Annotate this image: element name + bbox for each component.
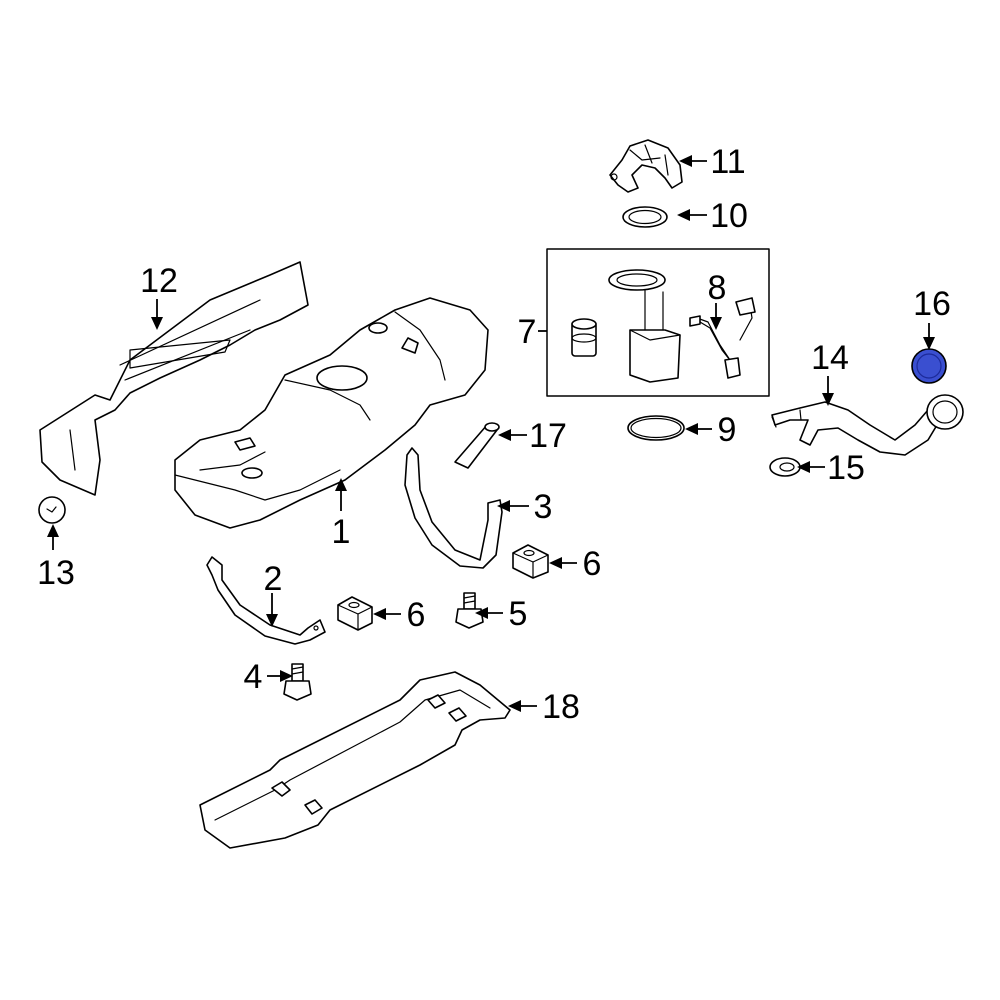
callout-17: 17 [529, 417, 567, 455]
callout-10: 10 [710, 197, 748, 235]
callout-3: 3 [534, 488, 553, 526]
callout-6-upper: 6 [583, 545, 602, 583]
callout-12: 12 [140, 262, 178, 300]
callout-8: 8 [708, 269, 727, 307]
callout-5: 5 [509, 595, 528, 633]
part-17-tube[interactable] [454, 422, 500, 469]
callout-9: 9 [718, 411, 737, 449]
callout-6-lower: 6 [407, 596, 426, 634]
part-6-nut-upper[interactable] [512, 544, 549, 579]
part-4-bolt[interactable] [283, 663, 312, 701]
part-10-ring[interactable] [622, 206, 668, 228]
callout-numbers: 1 2 3 4 5 6 6 7 8 9 10 11 12 13 14 15 16… [37, 143, 951, 726]
part-15-grommet[interactable] [769, 457, 801, 477]
part-3-strap[interactable] [404, 447, 503, 569]
part-6-nut-lower[interactable] [337, 596, 373, 631]
part-9-seal[interactable] [627, 415, 685, 441]
part-12-heat-shield[interactable] [39, 261, 309, 496]
part-2-strap[interactable] [206, 556, 326, 645]
part-5-bolt[interactable] [455, 592, 484, 629]
part-11-bracket[interactable] [609, 139, 683, 193]
part-18-skid-plate[interactable] [199, 671, 511, 849]
callout-11: 11 [710, 143, 745, 181]
callout-1: 1 [332, 513, 351, 551]
callout-4: 4 [244, 658, 263, 696]
part-16-seal-highlighted[interactable] [911, 348, 947, 384]
callout-18: 18 [542, 688, 580, 726]
part-14-filler-pipe[interactable] [771, 394, 964, 456]
callout-14: 14 [811, 339, 849, 377]
callout-16: 16 [913, 285, 951, 323]
callout-2: 2 [264, 560, 283, 598]
callout-7: 7 [518, 313, 537, 351]
leader-lines [47, 155, 935, 712]
part-13-clip[interactable] [38, 496, 66, 524]
part-7-fuel-pump-box[interactable] [546, 248, 770, 397]
callout-13: 13 [37, 554, 75, 592]
callout-15: 15 [827, 449, 865, 487]
part-1-fuel-tank[interactable] [174, 297, 489, 529]
